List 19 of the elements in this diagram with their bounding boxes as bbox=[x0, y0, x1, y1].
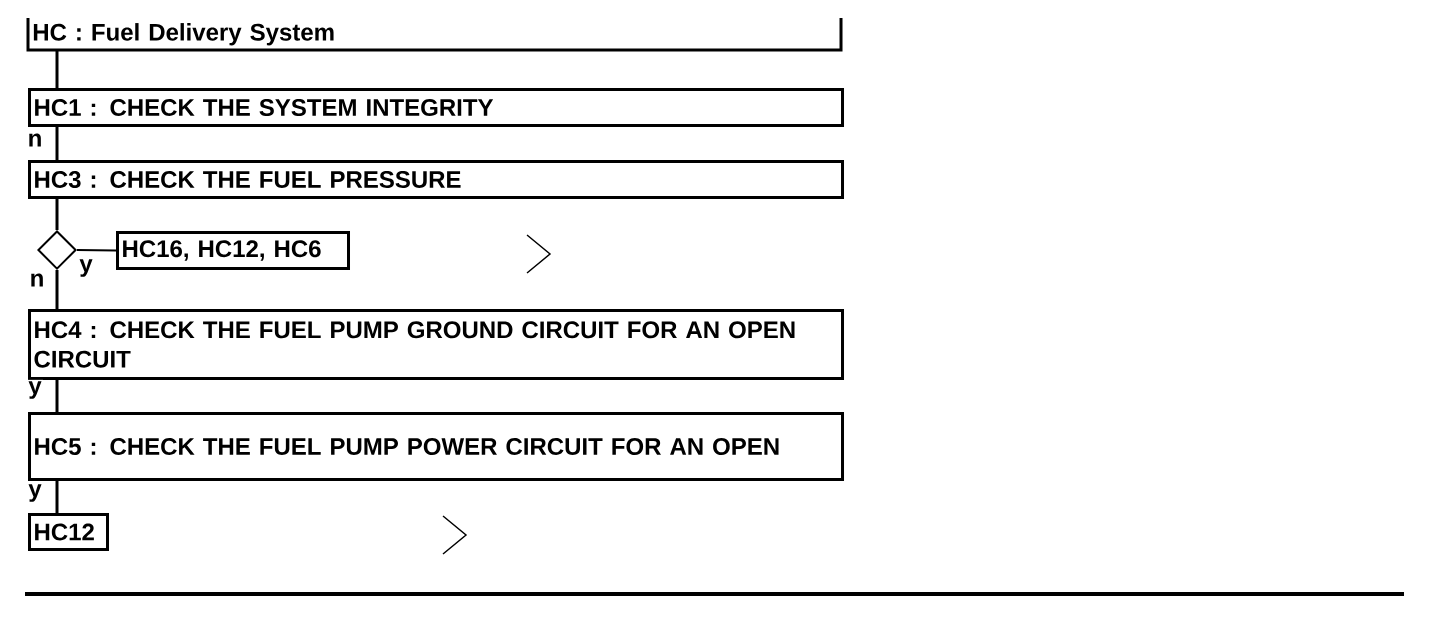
decision-diamond bbox=[37, 230, 77, 270]
connector-line bbox=[55, 127, 59, 160]
edge-label: y bbox=[79, 259, 93, 277]
connector-line bbox=[55, 270, 59, 309]
connector-line bbox=[76, 249, 117, 252]
process-box: HC12 bbox=[28, 513, 109, 551]
connector-line bbox=[55, 380, 59, 412]
process-box: HC16, HC12, HC6 bbox=[116, 231, 350, 270]
edge-label: y bbox=[28, 484, 42, 502]
heading-bracket: HC : Fuel Delivery System bbox=[26, 18, 843, 52]
process-box: HC1 : CHECK THE SYSTEM INTEGRITY bbox=[28, 88, 844, 127]
edge-label: n bbox=[31, 273, 43, 287]
process-box: HC3 : CHECK THE FUEL PRESSURE bbox=[28, 160, 844, 199]
edge-label: y bbox=[28, 381, 42, 399]
connector-line bbox=[55, 50, 59, 88]
connector-line bbox=[55, 199, 59, 230]
edge-label: n bbox=[29, 133, 41, 147]
process-box: HC5 : CHECK THE FUEL PUMP POWER CIRCUIT FOR AN OPEN bbox=[28, 412, 844, 481]
connector-line bbox=[55, 481, 59, 513]
